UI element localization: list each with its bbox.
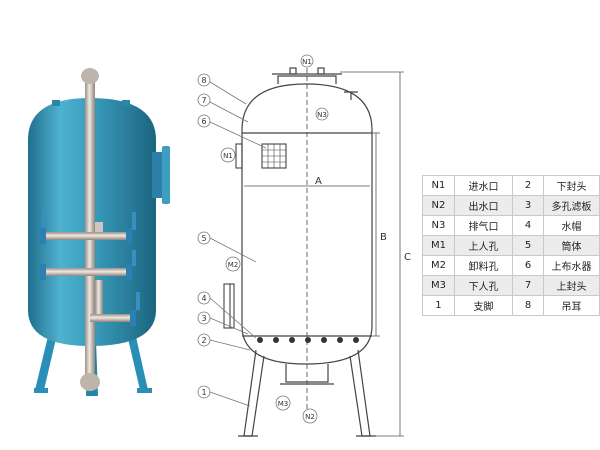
dimension-labels: A B C [315,176,411,263]
tank-outline [241,60,373,420]
callout-n3: N3 [317,111,327,119]
drawing-legs [238,349,376,437]
legend-cell-num: 4 [512,215,544,236]
leader-lines [209,81,267,407]
callout-n2: N2 [305,413,315,421]
legend-cell-part: 上封头 [542,275,600,296]
legend-cell-num: 5 [512,235,544,256]
callout-m2: M2 [228,261,239,269]
side-manhole-drawing [230,143,287,169]
legend-cell-part: 下封头 [542,175,600,196]
water-caps [257,337,359,343]
legend-cell-code: N2 [422,195,455,216]
legend-cell-part: 筒体 [542,235,600,256]
vertical-pipe [85,78,95,383]
legend-cell-name: 排气口 [453,215,514,236]
legend-cell-name: 出水口 [453,195,514,216]
legend-cell-name: 进水口 [453,175,514,196]
legend-cell-num: 2 [512,175,544,196]
dimension-c: C [404,252,411,263]
legend-cell-num: 8 [512,295,544,316]
legend-cell-code: 1 [422,295,455,316]
callout-n1-top: N1 [302,58,312,66]
callout-m3: M3 [278,400,289,408]
callout-3: 3 [201,314,206,323]
legend-cell-name: 上人孔 [453,235,514,256]
legend-cell-code: M3 [422,275,455,296]
dimension-lines [244,71,404,437]
callout-n1-side: N1 [223,152,233,160]
legend-cell-code: M1 [422,235,455,256]
dimension-b: B [380,232,387,243]
legend-cell-num: 3 [512,195,544,216]
bottom-nozzle [280,364,334,385]
top-nozzles [272,67,358,100]
callout-labels: 8 7 6 5 4 3 2 1 N1 N3 N1 M2 M3 N2 [201,58,326,421]
legend-cell-num: 6 [512,255,544,276]
legend-cell-num: 7 [512,275,544,296]
dimension-a: A [315,176,322,187]
discharge-port [223,283,235,329]
pipe-flanges [40,228,136,326]
side-manhole [152,146,170,204]
callout-6: 6 [201,117,206,126]
legend-cell-code: N1 [422,175,455,196]
horizontal-pipes [46,222,130,322]
callout-1: 1 [201,388,206,397]
legend-cell-part: 吊耳 [542,295,600,316]
legend-cell-name: 下人孔 [453,275,514,296]
callout-circles [197,54,329,424]
callout-4: 4 [201,294,206,303]
legend-cell-code: N3 [422,215,455,236]
legend-cell-name: 卸料孔 [453,255,514,276]
legend-cell-part: 多孔滤板 [542,195,600,216]
legend-cell-part: 上布水器 [542,255,600,276]
callout-8: 8 [201,76,206,85]
lifting-lug [52,100,60,106]
legend-cell-name: 支脚 [453,295,514,316]
legend-cell-part: 水帽 [542,215,600,236]
callout-5: 5 [201,234,206,243]
legend-cell-code: M2 [422,255,455,276]
callout-2: 2 [201,336,206,345]
callout-7: 7 [201,96,206,105]
valve-stubs [43,210,140,310]
